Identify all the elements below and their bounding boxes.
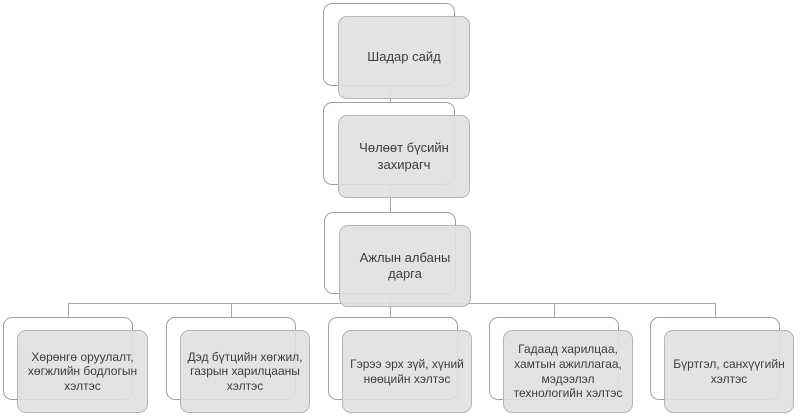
org-node-dept-4-label: Гадаад харилцаа, хамтын ажиллагаа, мэдээ… xyxy=(513,342,623,401)
org-node-dept-2-label: Дэд бүтцийн хөгжил, газрын харилцааны хэ… xyxy=(187,349,303,393)
org-node-level2[interactable]: Чөлөөт бүсийн захирагч xyxy=(338,115,470,198)
org-node-dept-1[interactable]: Хөрөнгө оруулалт, хөгжлийн бодлогын хэлт… xyxy=(17,330,148,413)
connector-stub-dept-1 xyxy=(68,303,69,318)
org-node-level3-label: Ажлын албаны дарга xyxy=(359,249,451,281)
connector-stub-dept-5 xyxy=(715,303,716,318)
org-node-dept-5[interactable]: Бүртгэл, санхүүгийн хэлтэс xyxy=(664,330,794,413)
org-node-dept-2[interactable]: Дэд бүтцийн хөгжил, газрын харилцааны хэ… xyxy=(180,330,310,413)
org-node-dept-4[interactable]: Гадаад харилцаа, хамтын ажиллагаа, мэдээ… xyxy=(503,330,633,413)
org-node-dept-3[interactable]: Гэрээ эрх зүй, хүний нөөцийн хэлтэс xyxy=(342,330,472,413)
connector-stub-dept-4 xyxy=(554,303,555,318)
org-node-level2-label: Чөлөөт бүсийн захирагч xyxy=(359,140,449,172)
org-node-level1[interactable]: Шадар сайд xyxy=(338,16,470,99)
org-node-dept-3-label: Гэрээ эрх зүй, хүний нөөцийн хэлтэс xyxy=(350,356,464,386)
org-node-level1-label: Шадар сайд xyxy=(367,49,441,65)
connector-stub-dept-2 xyxy=(231,303,232,318)
org-node-dept-5-label: Бүртгэл, санхүүгийн хэлтэс xyxy=(673,356,785,386)
org-node-dept-1-label: Хөрөнгө оруулалт, хөгжлийн бодлогын хэлт… xyxy=(27,349,138,393)
org-node-level3[interactable]: Ажлын албаны дарга xyxy=(339,225,471,307)
connector-level2-level3 xyxy=(390,185,391,212)
